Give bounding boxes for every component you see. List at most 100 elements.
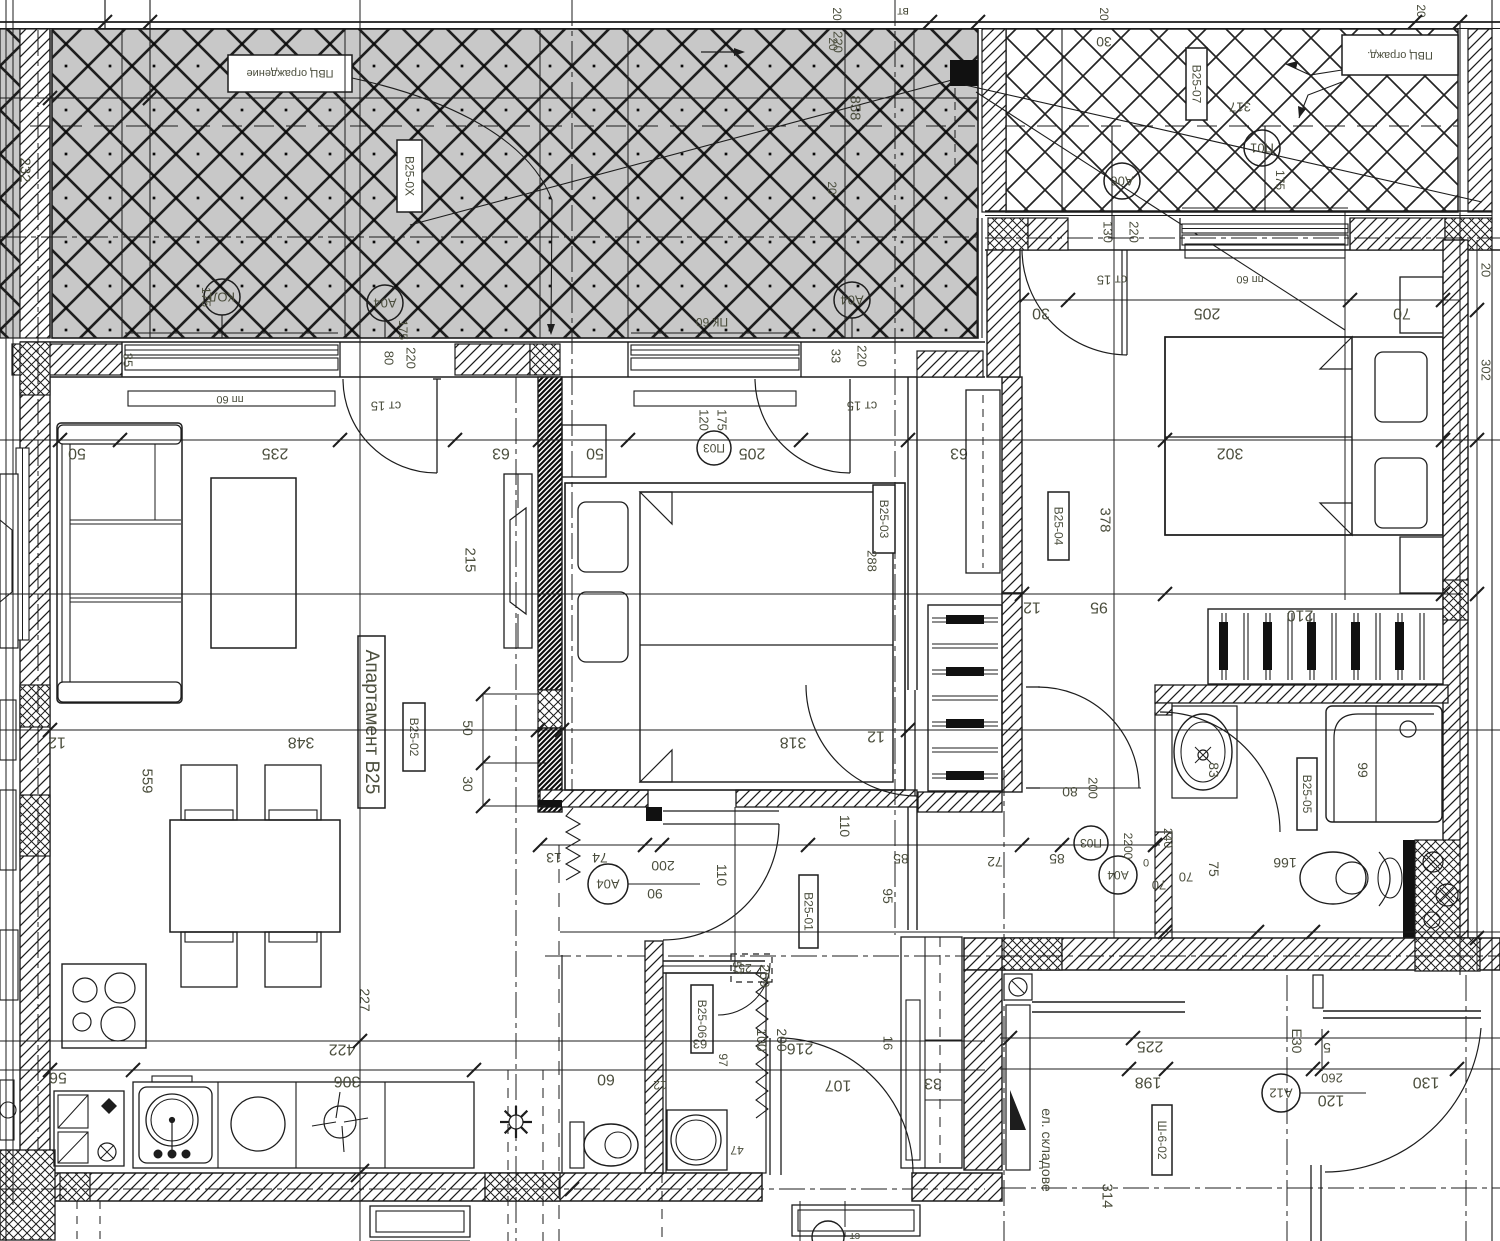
svg-text:302: 302 [1479, 359, 1494, 381]
svg-text:318: 318 [780, 734, 807, 751]
svg-text:Апартамент В25: Апартамент В25 [361, 650, 382, 795]
svg-text:70: 70 [1393, 305, 1411, 322]
svg-text:306: 306 [334, 1073, 361, 1090]
svg-text:30: 30 [1032, 305, 1050, 322]
svg-text:E30: E30 [1289, 1029, 1305, 1054]
svg-text:200: 200 [774, 1028, 790, 1052]
svg-text:ст 15: ст 15 [847, 399, 878, 414]
svg-text:378: 378 [1097, 507, 1114, 532]
svg-text:235: 235 [262, 445, 289, 462]
svg-text:30: 30 [1096, 34, 1112, 50]
svg-text:240: 240 [1161, 828, 1175, 848]
svg-text:20: 20 [825, 181, 839, 195]
svg-text:А04: А04 [373, 296, 396, 311]
svg-text:95: 95 [1090, 599, 1108, 616]
svg-text:Ш-6-02: Ш-6-02 [1155, 1120, 1169, 1159]
svg-text:12: 12 [867, 728, 885, 745]
svg-text:12: 12 [48, 734, 66, 751]
svg-text:20: 20 [830, 7, 844, 21]
svg-text:220: 220 [831, 31, 846, 53]
svg-text:16: 16 [881, 1036, 896, 1050]
svg-text:50: 50 [460, 720, 476, 736]
svg-text:А04: А04 [1107, 868, 1129, 882]
svg-text:220: 220 [855, 345, 870, 367]
svg-text:314: 314 [1099, 1183, 1116, 1208]
svg-text:259: 259 [757, 964, 773, 988]
svg-text:20: 20 [1414, 4, 1428, 18]
svg-text:35: 35 [121, 353, 136, 367]
svg-text:107: 107 [825, 1077, 852, 1094]
svg-text:317: 317 [1229, 100, 1251, 115]
svg-text:60: 60 [597, 1071, 615, 1088]
svg-text:85: 85 [1049, 851, 1065, 867]
svg-text:B25-01: B25-01 [802, 892, 816, 931]
svg-text:50: 50 [68, 445, 86, 462]
svg-text:348: 348 [288, 734, 315, 751]
svg-text:83: 83 [1206, 762, 1222, 778]
svg-text:227: 227 [357, 988, 373, 1012]
svg-text:ст 15: ст 15 [1097, 273, 1128, 288]
svg-text:166: 166 [1273, 855, 1297, 871]
svg-text:198: 198 [1135, 1074, 1162, 1091]
svg-text:200: 200 [651, 858, 675, 874]
svg-text:90: 90 [647, 886, 663, 902]
svg-text:205: 205 [1194, 305, 1221, 322]
svg-text:П03: П03 [1080, 836, 1102, 850]
svg-text:ПВЦ ограждение: ПВЦ ограждение [246, 67, 333, 79]
svg-text:85: 85 [893, 851, 909, 867]
svg-text:225: 225 [1137, 1038, 1164, 1055]
svg-text:70: 70 [1179, 870, 1193, 885]
svg-text:пп 60: пп 60 [216, 393, 243, 405]
svg-text:пп 60: пп 60 [1236, 273, 1263, 285]
svg-text:120: 120 [697, 409, 712, 431]
svg-text:ст: ст [850, 1230, 861, 1241]
svg-text:422: 422 [329, 1041, 356, 1058]
svg-text:95: 95 [880, 888, 896, 904]
svg-text:20: 20 [1479, 263, 1494, 277]
svg-text:210: 210 [1287, 607, 1314, 624]
svg-text:B25-05: B25-05 [1300, 775, 1314, 814]
svg-text:70: 70 [1152, 878, 1166, 893]
svg-text:вт: вт [897, 5, 909, 19]
svg-text:858: 858 [847, 95, 864, 120]
svg-text:А04: А04 [840, 293, 863, 308]
svg-text:220: 220 [404, 347, 419, 369]
svg-text:97: 97 [716, 1053, 730, 1067]
svg-text:232: 232 [17, 157, 34, 182]
svg-text:559: 559 [139, 768, 156, 793]
svg-text:А06: А06 [1110, 174, 1133, 189]
svg-text:ст 15: ст 15 [371, 399, 402, 414]
svg-text:П03: П03 [703, 441, 725, 455]
svg-text:63: 63 [492, 445, 510, 462]
svg-text:33: 33 [829, 349, 844, 363]
svg-text:А04: А04 [596, 877, 619, 892]
svg-text:216: 216 [787, 1040, 814, 1057]
svg-text:B25-03: B25-03 [877, 500, 891, 539]
svg-text:99: 99 [1355, 762, 1371, 778]
svg-text:130: 130 [1101, 221, 1116, 243]
svg-text:175: 175 [715, 409, 730, 431]
svg-text:63: 63 [950, 445, 968, 462]
svg-text:47: 47 [730, 1143, 744, 1157]
svg-text:175: 175 [199, 287, 213, 307]
svg-text:ел. складове: ел. складове [1039, 1108, 1055, 1192]
svg-text:220: 220 [1127, 221, 1142, 243]
svg-text:80: 80 [382, 351, 397, 365]
svg-text:302: 302 [1217, 445, 1244, 462]
svg-text:50: 50 [586, 445, 604, 462]
svg-text:175: 175 [1273, 170, 1287, 190]
svg-text:ПК 60: ПК 60 [696, 315, 729, 329]
svg-text:ПВЦ огражд.: ПВЦ огражд. [1367, 49, 1433, 61]
svg-text:B25-06: B25-06 [695, 1000, 709, 1039]
svg-text:100: 100 [754, 1028, 770, 1052]
svg-text:110: 110 [714, 864, 730, 887]
svg-text:12: 12 [1023, 599, 1041, 616]
svg-text:B25-02: B25-02 [407, 718, 421, 757]
svg-text:75: 75 [1206, 861, 1222, 877]
svg-text:205: 205 [739, 445, 766, 462]
svg-text:20: 20 [826, 37, 840, 51]
svg-text:0: 0 [1143, 856, 1149, 868]
svg-text:П01: П01 [1250, 141, 1274, 156]
svg-text:2200: 2200 [1121, 833, 1135, 860]
svg-text:260: 260 [1321, 1071, 1343, 1086]
